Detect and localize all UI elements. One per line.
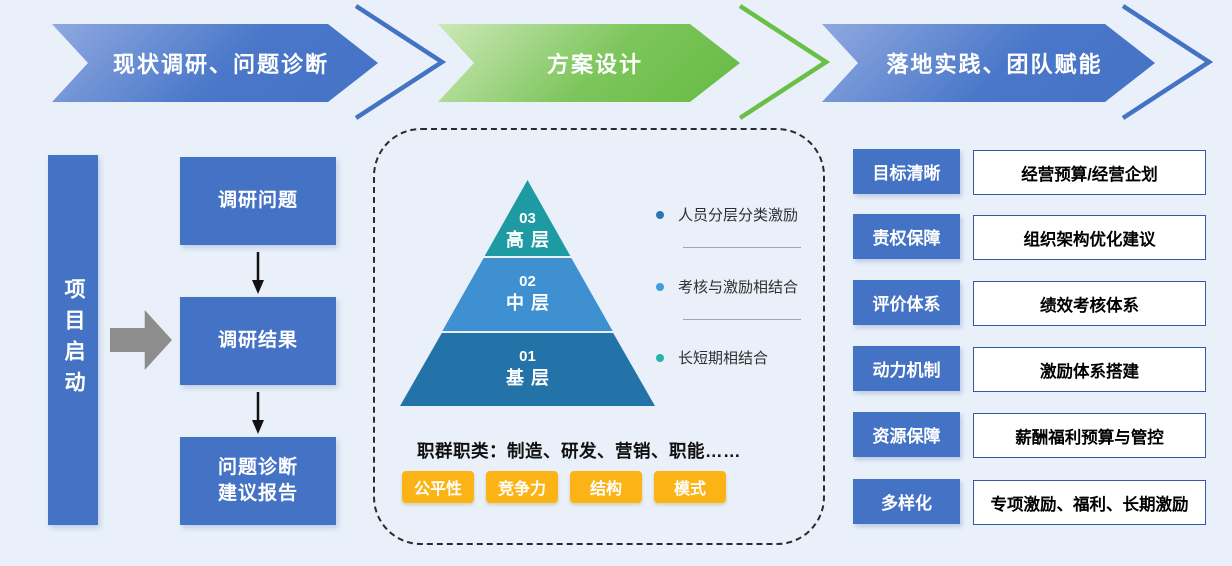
principle-tags-row: 公平性 竞争力 结构 模式 <box>402 471 726 503</box>
landing-value-box: 经营预算/经营企划 <box>973 150 1206 195</box>
tag-fairness: 公平性 <box>402 471 474 503</box>
landing-label: 动力机制 <box>853 346 960 391</box>
phase-arrow-design-label: 方案设计 <box>546 52 643 77</box>
flow-step-survey-results: 调研结果 <box>180 297 336 385</box>
landing-value-text: 绩效考核体系 <box>1040 296 1139 315</box>
flow-step-label: 调研问题 <box>217 190 298 212</box>
landing-value-box: 激励体系搭建 <box>973 347 1206 392</box>
chevron-outline-green <box>738 4 830 120</box>
phase-arrow-research-label: 现状调研、问题诊断 <box>112 52 329 77</box>
phase-arrow-landing: 落地实践、团队赋能 <box>822 24 1155 102</box>
chevron-outline-blue-1 <box>354 4 446 120</box>
landing-label: 评价体系 <box>853 280 960 325</box>
phase-arrow-research: 现状调研、问题诊断 <box>52 24 378 102</box>
bullet-dot-icon <box>656 210 664 219</box>
phase-arrow-landing-label: 落地实践、团队赋能 <box>886 52 1103 77</box>
bullet-text: 人员分层分类激励 <box>678 207 799 224</box>
flow-step-survey-questions: 调研问题 <box>180 157 336 245</box>
pyramid-layer-num: 02 <box>519 273 536 291</box>
landing-label-text: 资源保障 <box>872 427 941 446</box>
landing-value-box: 专项激励、福利、长期激励 <box>973 480 1206 525</box>
tag-model: 模式 <box>654 471 726 503</box>
landing-value-box: 组织架构优化建议 <box>973 215 1206 260</box>
pyramid-layer-num: 01 <box>519 348 536 366</box>
flow-step-label: 调研结果 <box>217 330 298 352</box>
landing-label: 资源保障 <box>853 412 960 457</box>
landing-label-text: 评价体系 <box>872 295 941 314</box>
down-arrow-icon-2 <box>252 392 264 434</box>
design-panel-dashed-frame <box>373 128 825 545</box>
bullet-item: 考核与激励相结合 <box>656 276 798 297</box>
down-arrow-icon-1 <box>252 252 264 294</box>
landing-value-box: 薪酬福利预算与管控 <box>973 413 1206 458</box>
landing-value-text: 组织架构优化建议 <box>1023 230 1156 249</box>
landing-label-text: 多样化 <box>881 494 932 513</box>
bullet-dot-icon <box>656 353 664 362</box>
landing-label: 责权保障 <box>853 214 960 259</box>
landing-value-box: 绩效考核体系 <box>973 281 1206 326</box>
pyramid-layer-label: 基层 <box>506 368 556 389</box>
bullet-text: 考核与激励相结合 <box>678 279 799 296</box>
pyramid-layer-label: 中层 <box>506 293 556 314</box>
landing-label-text: 动力机制 <box>872 361 941 380</box>
landing-label: 多样化 <box>853 479 960 524</box>
bullet-divider <box>683 319 801 320</box>
right-arrow-icon <box>110 310 172 370</box>
landing-value-text: 薪酬福利预算与管控 <box>1015 428 1164 447</box>
project-start-bar: 项目启动 <box>48 155 98 525</box>
bullet-divider <box>683 247 801 248</box>
flow-step-label: 问题诊断 建议报告 <box>217 457 298 504</box>
pyramid-layer-num: 03 <box>519 209 536 227</box>
landing-label-text: 目标清晰 <box>872 164 941 183</box>
landing-label-text: 责权保障 <box>872 229 941 248</box>
pyramid-layer-label: 高层 <box>506 229 556 250</box>
chevron-outline-blue-2 <box>1121 4 1213 120</box>
bullet-dot-icon <box>656 282 664 291</box>
bullet-text: 长短期相结合 <box>678 350 769 367</box>
job-categories-note: 职群职类：制造、研发、营销、职能…… <box>417 441 741 461</box>
pyramid-layer-bottom: 01 基层 <box>400 333 655 406</box>
project-start-label: 项目启动 <box>62 278 85 402</box>
tag-structure: 结构 <box>570 471 642 503</box>
flow-step-diagnosis-report: 问题诊断 建议报告 <box>180 437 336 525</box>
tag-competitiveness: 竞争力 <box>486 471 558 503</box>
bullet-item: 人员分层分类激励 <box>656 204 798 225</box>
landing-label: 目标清晰 <box>853 149 960 194</box>
phase-arrow-design: 方案设计 <box>438 24 740 102</box>
bullet-item: 长短期相结合 <box>656 347 768 368</box>
landing-value-text: 专项激励、福利、长期激励 <box>990 495 1189 514</box>
landing-value-text: 经营预算/经营企划 <box>1021 165 1158 184</box>
landing-value-text: 激励体系搭建 <box>1040 362 1139 381</box>
